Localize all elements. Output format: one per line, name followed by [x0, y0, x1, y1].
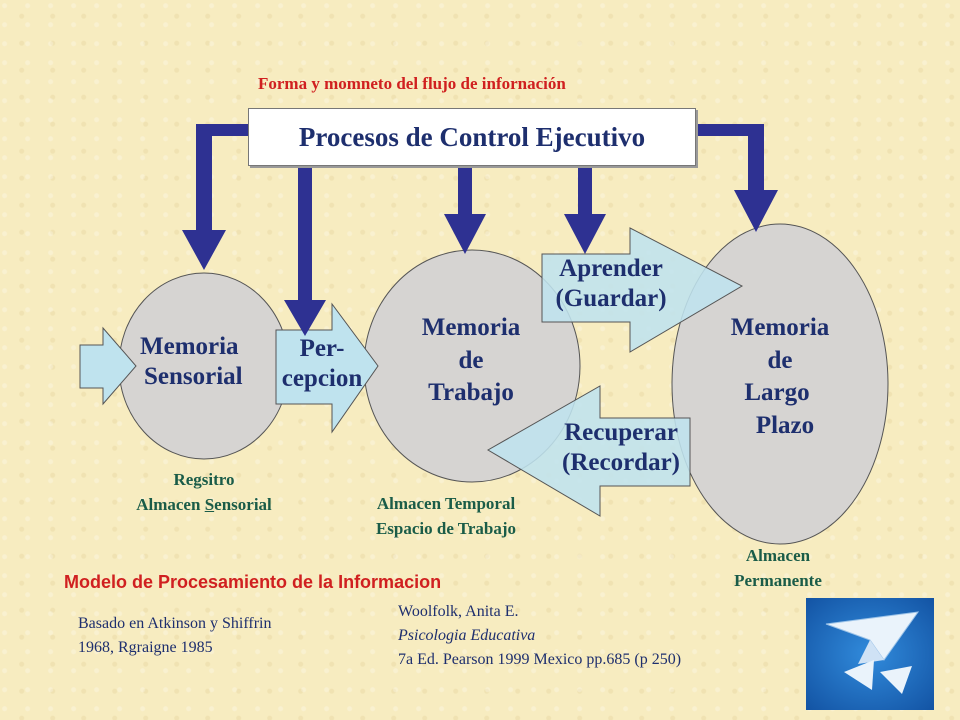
aprender-arrow-icon — [541, 227, 744, 353]
label-largo-line3: Largo — [744, 379, 810, 406]
caption-largo: Almacen Permanente — [700, 544, 856, 593]
label-trabajo-line3: Trabajo — [428, 379, 514, 406]
label-percepcion-line1: Per- — [299, 335, 345, 362]
based-on-line2: 1968, Rgraigne 1985 — [78, 639, 213, 656]
caption-largo-line2: Permanente — [734, 570, 822, 590]
label-recuperar: Recuperar (Recordar) — [544, 418, 698, 478]
label-largo-line1: Memoria — [730, 314, 830, 341]
label-recuperar-line2: (Recordar) — [562, 449, 680, 476]
based-on-note: Basado en Atkinson y Shiffrin 1968, Rgra… — [78, 612, 271, 660]
control-arrow-percepcion-icon — [284, 166, 326, 336]
control-arrow-largo-icon — [696, 124, 778, 232]
based-on-line1: Basado en Atkinson y Shiffrin — [78, 615, 272, 632]
control-process-box: Procesos de Control Ejecutivo — [248, 108, 696, 166]
label-memoria-trabajo: Memoria de Trabajo — [396, 312, 546, 410]
paper-planes-logo-icon — [806, 598, 934, 710]
caption-sensorial: Regsitro Almacen Sensorial — [96, 468, 312, 517]
control-arrow-sensorial-icon — [182, 124, 248, 270]
label-sensorial-line1: Memoria — [140, 333, 239, 360]
input-arrow-icon — [79, 326, 137, 406]
label-trabajo-line1: Memoria — [421, 314, 521, 341]
flow-caption: Forma y momneto del flujo de infornación — [258, 74, 566, 93]
control-arrow-trabajo-icon — [444, 166, 486, 254]
caption-largo-line1: Almacen — [745, 546, 811, 565]
label-aprender-line1: Aprender — [559, 255, 663, 282]
label-memoria-sensorial: Memoria Sensorial — [130, 332, 280, 392]
recuperar-arrow-icon — [487, 385, 691, 517]
caption-trabajo-line1: Almacen Temporal — [376, 494, 516, 513]
label-percepcion-line2: cepcion — [281, 365, 363, 392]
reference-author: Woolfolk, Anita E. — [398, 603, 519, 620]
label-largo-line4: Plazo — [755, 411, 815, 439]
reference-note: Woolfolk, Anita E. Psicologia Educativa … — [398, 600, 681, 672]
reference-book: Psicologia Educativa — [398, 627, 536, 644]
label-trabajo-line2: de — [458, 346, 484, 374]
model-title: Modelo de Procesamiento de la Informacio… — [64, 572, 442, 592]
ellipse-memoria-largo-plazo — [671, 223, 889, 545]
caption-trabajo: Almacen Temporal Espacio de Trabajo — [336, 492, 556, 541]
label-recuperar-line1: Recuperar — [564, 419, 678, 446]
control-arrows — [182, 124, 778, 336]
reference-edition: 7a Ed. Pearson 1999 Mexico pp.685 (p 250… — [398, 651, 682, 668]
control-arrow-aprender-icon — [564, 166, 606, 254]
label-sensorial-line2: Sensorial — [144, 363, 243, 390]
label-aprender-line2: (Guardar) — [555, 285, 667, 312]
caption-sensorial-line2: Almacen Sensorial — [136, 494, 272, 514]
label-aprender: Aprender (Guardar) — [536, 254, 686, 314]
label-memoria-largo-plazo: Memoria de Largo Plazo — [700, 312, 860, 442]
percepcion-arrow-icon — [275, 302, 379, 434]
label-percepcion: Per- cepcion — [264, 334, 380, 394]
label-largo-line2: de — [767, 346, 793, 374]
caption-trabajo-line2: Espacio de Trabajo — [375, 518, 517, 538]
caption-sensorial-line1: Regsitro — [173, 470, 235, 489]
